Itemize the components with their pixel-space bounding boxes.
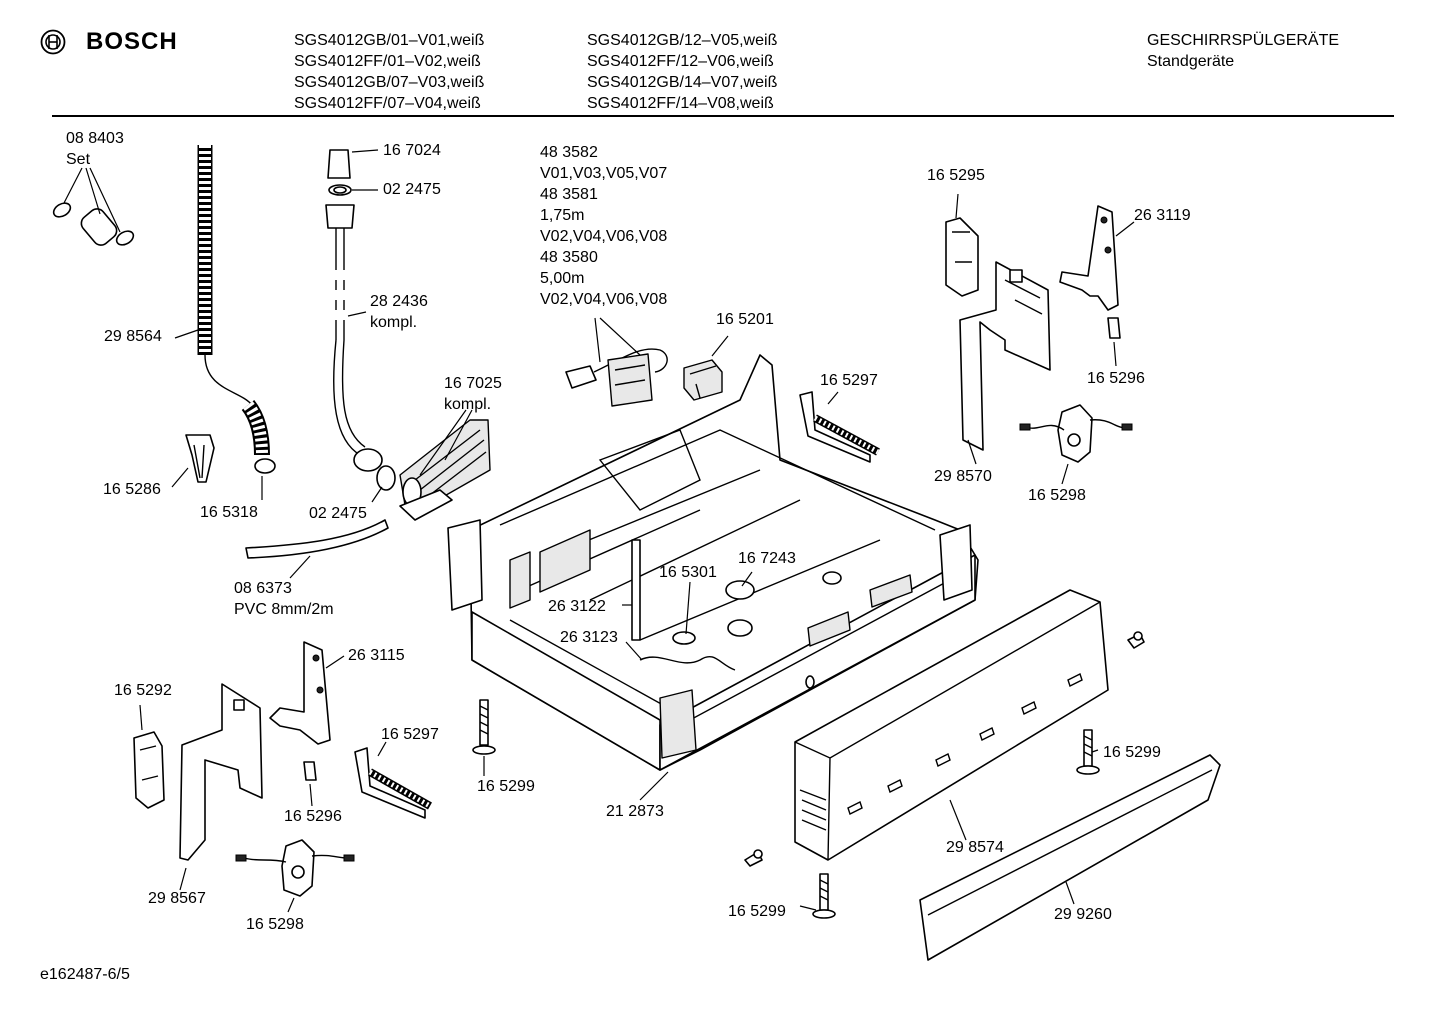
part-label: Set — [66, 151, 91, 168]
part-label: 16 5298 — [246, 916, 304, 933]
part-label: 48 3582 — [540, 144, 598, 161]
part-label: 16 5299 — [728, 903, 786, 920]
category-title: GESCHIRRSPÜLGERÄTE — [1147, 32, 1340, 49]
part-label: 1,75m — [540, 207, 585, 224]
document-code: e162487-6/5 — [40, 966, 130, 983]
brand-name: BOSCH — [86, 28, 178, 55]
hose-clip — [171, 434, 215, 488]
foot-screw-1 — [472, 699, 496, 776]
part-label: 5,00m — [540, 270, 585, 287]
part-label: 28 2436 — [370, 293, 428, 310]
category-block: GESCHIRRSPÜLGERÄTE Standgeräte — [1147, 30, 1339, 72]
part-label: V02,V04,V06,V08 — [540, 228, 668, 245]
small-screw-2 — [744, 849, 763, 867]
model-item: SGS4012FF/07–V04,weiß — [294, 95, 481, 112]
part-label: 26 3122 — [548, 598, 606, 615]
part-label: 16 5297 — [820, 372, 878, 389]
part-label: 29 9260 — [1054, 906, 1112, 923]
part-label: 16 5201 — [716, 311, 774, 328]
model-list-col2: SGS4012GB/12–V05,weiß SGS4012FF/12–V06,w… — [587, 30, 777, 114]
cable-set — [565, 317, 668, 407]
part-label: 26 3115 — [348, 647, 405, 664]
part-label: 16 5295 — [927, 167, 985, 184]
model-item: SGS4012FF/12–V06,weiß — [587, 53, 774, 70]
hose-clamp-set — [52, 167, 135, 246]
part-label: 26 3119 — [1134, 207, 1191, 224]
inlet-hose-assembly — [325, 149, 396, 491]
bosch-brand: BOSCH — [40, 28, 178, 56]
part-label: 16 5299 — [1103, 744, 1161, 761]
pvc-tube — [245, 519, 389, 579]
part-label: V02,V04,V06,V08 — [540, 291, 668, 308]
part-label: 08 6373 — [234, 580, 292, 597]
part-label: 29 8570 — [934, 468, 992, 485]
left-bracket-assembly — [133, 641, 355, 913]
part-label: 16 5286 — [103, 481, 161, 498]
part-label: 29 8574 — [946, 839, 1004, 856]
part-label: 29 8564 — [104, 328, 162, 345]
part-label: 26 3123 — [560, 629, 618, 646]
base-tub — [447, 354, 979, 801]
bosch-logo-icon — [40, 29, 66, 55]
part-label: 48 3580 — [540, 249, 598, 266]
drain-hose — [174, 145, 276, 474]
part-label: 08 8403 — [66, 130, 124, 147]
part-label: 21 2873 — [606, 803, 664, 820]
kick-plate — [919, 754, 1221, 961]
right-bracket-assembly — [945, 193, 1135, 485]
spring-left — [354, 741, 432, 819]
part-label: V01,V03,V05,V07 — [540, 165, 668, 182]
part-label: 16 5318 — [200, 504, 258, 521]
part-label: 16 5296 — [1087, 370, 1145, 387]
part-label: kompl. — [370, 314, 418, 331]
part-label: 16 7024 — [383, 142, 441, 159]
foot-screw-2 — [1076, 729, 1100, 775]
part-label: kompl. — [444, 396, 492, 413]
model-list-col1: SGS4012GB/01–V01,weiß SGS4012FF/01–V02,w… — [294, 30, 484, 114]
connector-block — [683, 335, 729, 401]
part-label: 16 5299 — [477, 778, 535, 795]
part-label: 16 7243 — [738, 550, 796, 567]
category-subtitle: Standgeräte — [1147, 53, 1235, 70]
model-item: SGS4012GB/07–V03,weiß — [294, 74, 485, 91]
cable-variant-list: 48 3582 V01,V03,V05,V07 48 3581 1,75m V0… — [540, 142, 667, 310]
base-panel — [794, 589, 1109, 861]
part-label: 16 5298 — [1028, 487, 1086, 504]
model-item: SGS4012GB/01–V01,weiß — [294, 32, 485, 49]
part-label: 02 2475 — [309, 505, 367, 522]
spring-right — [799, 391, 880, 463]
part-label: 16 7025 — [444, 375, 502, 392]
part-label: 16 5296 — [284, 808, 342, 825]
part-label: 16 5297 — [381, 726, 439, 743]
model-item: SGS4012GB/14–V07,weiß — [587, 74, 778, 91]
part-label: PVC 8mm/2m — [234, 601, 334, 618]
foot-screw-3 — [799, 873, 836, 919]
part-label: 48 3581 — [540, 186, 598, 203]
part-label: 16 5292 — [114, 682, 172, 699]
header-rule — [52, 115, 1394, 117]
aquastop-block — [399, 409, 491, 521]
model-item: SGS4012FF/01–V02,weiß — [294, 53, 481, 70]
small-screw-1 — [1127, 631, 1145, 649]
part-label: 16 5301 — [659, 564, 717, 581]
model-item: SGS4012GB/12–V05,weiß — [587, 32, 778, 49]
part-label: 29 8567 — [148, 890, 206, 907]
model-item: SGS4012FF/14–V08,weiß — [587, 95, 774, 112]
part-label: 02 2475 — [383, 181, 441, 198]
